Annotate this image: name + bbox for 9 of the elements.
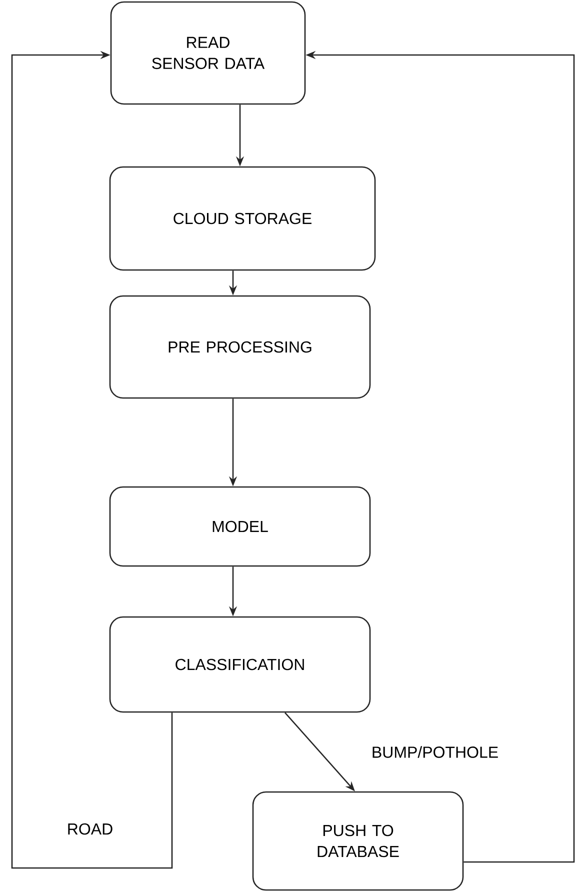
process-box: PUSH TO DATABASE xyxy=(252,791,464,891)
process-box: READ SENSOR DATA xyxy=(110,1,306,105)
process-box: MODEL xyxy=(109,486,371,567)
process-box: CLASSIFICATION xyxy=(109,616,371,713)
arrow xyxy=(11,50,173,869)
edge-label: ROAD xyxy=(66,822,114,836)
process-box: CLOUD STORAGE xyxy=(109,166,376,271)
process-box: PRE PROCESSING xyxy=(109,295,371,399)
edge-label: BUMP/POTHOLE xyxy=(370,745,500,759)
